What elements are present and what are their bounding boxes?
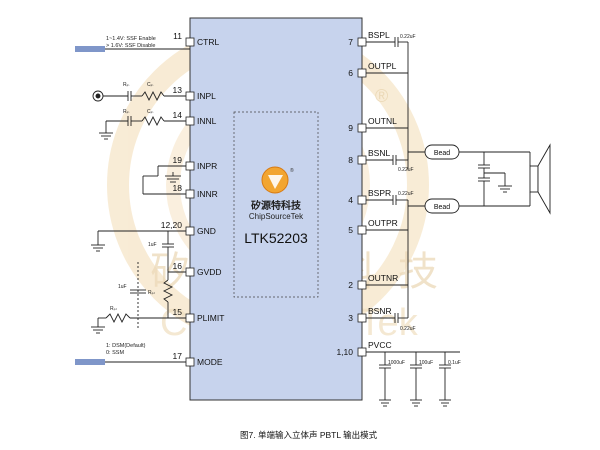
label-bead-right: Bead (434, 204, 450, 211)
label-cin-inpl: Cᵢₙ (147, 82, 153, 88)
pin-square-right (357, 313, 367, 323)
pin-number-right: 6 (348, 68, 353, 78)
pin-number-right: 9 (348, 123, 353, 133)
pin-name-right: BSPR (368, 188, 391, 198)
label-cbs-bsnl: 0.22uF (398, 167, 414, 173)
right-pins: 7 BSPL 6 OUTPL 9 OUTNL 8 BSNL 4 BSPR 5 OUTPR 2 OUTNR 3… (336, 30, 398, 357)
pin-number-left: 18 (173, 183, 183, 193)
pin-name-right: OUTNR (368, 273, 398, 283)
label-c-pvcc-0.1uf: 0.1uF (448, 360, 461, 366)
label-cbs-bspl: 0.22uF (400, 34, 416, 40)
speaker-magnet (529, 165, 539, 193)
pin-name-right: OUTNL (368, 116, 397, 126)
pin-number-left: 19 (173, 155, 183, 165)
pin-name-left: GVDD (197, 267, 222, 277)
pin-square-left (185, 226, 195, 236)
pin-name-left: MODE (197, 357, 223, 367)
pin-square-right (357, 347, 367, 357)
pin-name-right: PVCC (368, 340, 392, 350)
pin-name-left: INPR (197, 161, 217, 171)
pin-square-left (185, 116, 195, 126)
speaker-cone (537, 143, 551, 215)
pin-number-right: 3 (348, 313, 353, 323)
rin-innl (141, 115, 165, 127)
pin-square-right (357, 195, 367, 205)
label-bead-left: Bead (434, 150, 450, 157)
pin-square-right (357, 123, 367, 133)
pin-square-left (185, 313, 195, 323)
pin-square-left (185, 357, 195, 367)
chip-logo-area (233, 111, 319, 298)
pin-square-right (357, 37, 367, 47)
pin-name-left: PLIMIT (197, 313, 224, 323)
chip-part-number: LTK52203 (244, 230, 308, 246)
chip-body (189, 17, 363, 401)
pin-square-right (357, 155, 367, 165)
label-c-pvcc-1000uf: 1000uF (388, 360, 405, 366)
label-rin-innl: Rᵢₙ (123, 109, 129, 115)
pin-number-right: 8 (348, 155, 353, 165)
pin-name-right: BSNR (368, 306, 392, 316)
label-rin-inpl: Rᵢₙ (123, 82, 129, 88)
pin-number-left: 12,20 (161, 220, 183, 230)
watermark-registered-mark: ® (375, 86, 388, 106)
rpl-divider (162, 279, 174, 303)
pin-square-right (357, 280, 367, 290)
ctrl-note-line1: 1~1.4V: SSF Enable (106, 36, 156, 42)
rin-inpl (141, 90, 165, 102)
pin-number-left: 16 (173, 261, 183, 271)
label-cin-innl: Cᵢₙ (147, 109, 153, 115)
figure-caption: 图7. 单端输入立体声 PBTL 输出模式 (240, 430, 378, 440)
pin-name-right: OUTPL (368, 61, 397, 71)
ctrl-note-line2: > 1.6V: SSF Disable (106, 43, 155, 49)
pin-name-left: GND (197, 226, 216, 236)
pin-square-left (185, 189, 195, 199)
pin-name-left: INPL (197, 91, 216, 101)
pin-name-right: BSNL (368, 148, 390, 158)
pin-square-left (185, 37, 195, 47)
pin-number-left: 11 (173, 31, 182, 41)
mode-note-bar (75, 359, 105, 365)
pin-square-right (357, 68, 367, 78)
pin-square-left (185, 161, 195, 171)
label-c-gvdd: 1uF (148, 242, 157, 248)
pin-square-left (185, 267, 195, 277)
chip-logo-cn: 矽源特科技 (251, 199, 302, 212)
label-rpl-divider: Rₚₗ (148, 290, 155, 296)
rpl-plimit (105, 312, 131, 324)
pin-number-right: 5 (348, 225, 353, 235)
pin-square-right (357, 225, 367, 235)
chip-logo: ® 矽源特科技 ChipSourceTek LTK52203 (244, 166, 308, 246)
pin-number-left: 17 (173, 351, 183, 361)
pin-name-left: INNL (197, 116, 217, 126)
pin-number-left: 15 (173, 307, 183, 317)
pin-number-left: 13 (173, 85, 183, 95)
chip-logo-en: ChipSourceTek (249, 212, 304, 221)
pin-number-right: 7 (348, 37, 353, 47)
pin-name-left: CTRL (197, 37, 219, 47)
label-c-pvcc-100uf: 100uF (419, 360, 433, 366)
mode-note-line2: 0: SSM (106, 350, 124, 356)
label-c-1uf: 1uF (118, 284, 127, 290)
pin-number-left: 14 (173, 110, 183, 120)
chip-logo-reg: ® (290, 167, 294, 174)
pin-number-right: 4 (348, 195, 353, 205)
pin-name-left: INNR (197, 189, 218, 199)
label-cbs-bsnr: 0.22uF (400, 326, 416, 332)
pin-square-left (185, 91, 195, 101)
pin-name-right: BSPL (368, 30, 390, 40)
ctrl-note-bar (75, 46, 105, 52)
label-cbs-bspr: 0.22uF (398, 191, 414, 197)
mode-note-line1: 1: DSM(Default) (106, 343, 146, 349)
pin-number-right: 2 (348, 280, 353, 290)
label-rpl-plimit: Rₚₗ (110, 306, 117, 312)
pin-name-right: OUTPR (368, 218, 398, 228)
pin-number-right: 1,10 (336, 347, 353, 357)
